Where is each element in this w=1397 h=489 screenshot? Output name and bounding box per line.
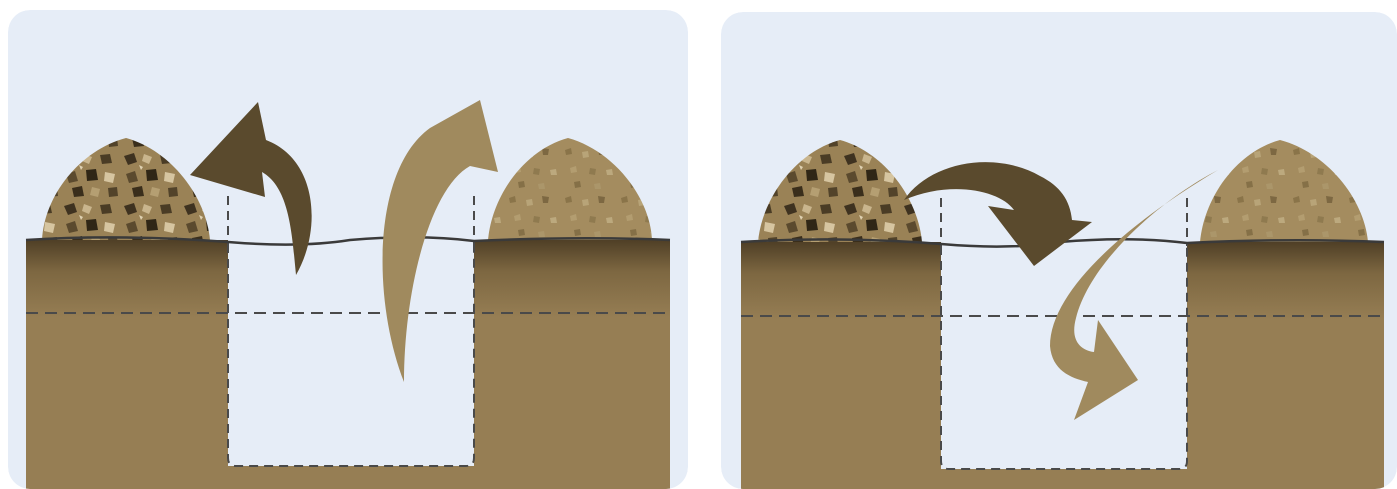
soil-bottom — [941, 469, 1187, 489]
panel-dig — [8, 10, 688, 489]
panel-backfill — [721, 12, 1397, 489]
soil-left — [741, 242, 941, 489]
soil-right — [474, 240, 670, 489]
soil-right — [1187, 242, 1384, 489]
soil-bottom — [228, 466, 474, 489]
soil-left — [26, 240, 228, 489]
planting-hole — [228, 244, 474, 466]
